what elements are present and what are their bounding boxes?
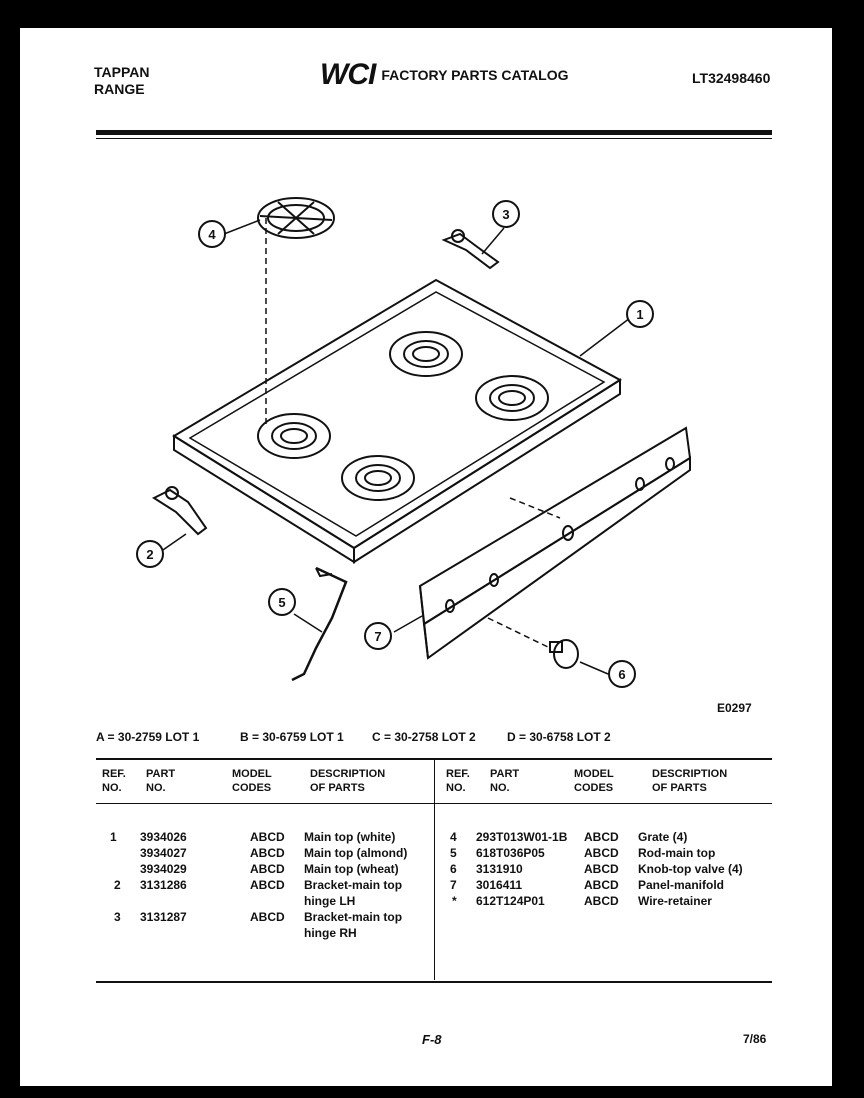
callout-5 [268, 588, 296, 616]
callout-label-1: 1 [636, 307, 643, 322]
table-column-divider [434, 760, 435, 980]
ref-number: 3 [114, 910, 121, 924]
callout-6 [608, 660, 636, 688]
wci-logo: WCI [320, 58, 376, 91]
model-codes: ABCD [250, 830, 285, 844]
model-codes: ABCD [250, 846, 285, 860]
page-number: F-8 [422, 1032, 442, 1047]
lot-legend-a: A = 30-2759 LOT 1 [96, 730, 200, 744]
lot-legend-c: C = 30-2758 LOT 2 [372, 730, 476, 744]
panel-manifold-drawing [418, 426, 692, 660]
part-description: Main top (almond) [304, 846, 408, 860]
header-rule [96, 130, 772, 135]
header-ref-right: REF.NO. [446, 768, 470, 794]
part-number: 612T124P01 [476, 894, 545, 908]
part-description: Main top (wheat) [304, 862, 399, 876]
part-number: 3934027 [140, 846, 187, 860]
ref-number: 2 [114, 878, 121, 892]
knob-drawing [549, 639, 579, 669]
callout-3 [492, 200, 520, 228]
catalog-page: TAPPAN RANGE WCI FACTORY PARTS CATALOG L… [20, 28, 832, 1086]
catalog-header: WCI FACTORY PARTS CATALOG [320, 58, 569, 92]
callout-label-4: 4 [208, 227, 216, 242]
brand-name: TAPPAN [94, 64, 150, 80]
part-description: Wire-retainer [638, 894, 712, 908]
catalog-date: 7/86 [743, 1032, 767, 1046]
table-bottom-rule [96, 981, 772, 983]
part-number: 3934029 [140, 862, 187, 876]
part-description: Main top (white) [304, 830, 396, 844]
part-description: Grate (4) [638, 830, 688, 844]
callout-label-3: 3 [502, 207, 509, 222]
ref-number: 4 [450, 830, 457, 844]
part-description: Rod-main top [638, 846, 716, 860]
rod-drawing [291, 566, 348, 682]
part-description: hinge RH [304, 926, 357, 940]
part-number: 3934026 [140, 830, 187, 844]
table-top-rule [96, 758, 772, 760]
part-description: Panel-manifold [638, 878, 725, 892]
model-codes: ABCD [584, 894, 619, 908]
ref-number: 5 [450, 846, 457, 860]
part-description: hinge LH [304, 894, 356, 908]
callout-label-7: 7 [374, 629, 381, 644]
callout-leaders [159, 219, 631, 675]
callout-label-5: 5 [278, 595, 285, 610]
part-number: 3016411 [476, 878, 523, 892]
callout-4 [198, 220, 226, 248]
part-description: Bracket-main top [304, 910, 403, 924]
exploded-parts-diagram: 4 3 1 2 5 7 6 [136, 197, 692, 688]
lot-legend-d: D = 30-6758 LOT 2 [507, 730, 611, 744]
ref-number: 7 [450, 878, 457, 892]
model-codes: ABCD [250, 878, 285, 892]
main-top-drawing [172, 278, 622, 564]
part-number: 618T036P05 [476, 846, 545, 860]
model-codes: ABCD [584, 846, 619, 860]
brand-block: TAPPAN RANGE [94, 64, 149, 98]
table-row: 1 [110, 830, 117, 844]
model-codes: ABCD [584, 878, 619, 892]
callout-1 [626, 300, 654, 328]
callout-7 [364, 622, 392, 650]
catalog-title: FACTORY PARTS CATALOG [381, 67, 569, 83]
part-number: 3131910 [476, 862, 523, 876]
model-number: LT32498460 [692, 70, 771, 86]
model-codes: ABCD [584, 830, 619, 844]
callout-2 [136, 540, 164, 568]
ref-number: * [452, 894, 457, 908]
model-codes: ABCD [250, 862, 285, 876]
model-codes: ABCD [250, 910, 285, 924]
part-number: 3131286 [140, 878, 187, 892]
callout-label-6: 6 [618, 667, 625, 682]
figure-code: E0297 [717, 701, 752, 715]
part-description: Bracket-main top [304, 878, 403, 892]
ref-number: 6 [450, 862, 457, 876]
bracket-rh-drawing [441, 229, 500, 270]
part-description: Knob-top valve (4) [638, 862, 743, 876]
grate-drawing [257, 197, 335, 428]
bracket-lh-drawing [151, 486, 208, 536]
lot-legend-b: B = 30-6759 LOT 1 [240, 730, 344, 744]
part-number: 3131287 [140, 910, 187, 924]
header-rule-thin [96, 138, 772, 139]
part-number: 293T013W01-1B [476, 830, 568, 844]
callout-label-2: 2 [146, 547, 153, 562]
header-ref-left: REF.NO. [102, 768, 126, 794]
product-type: RANGE [94, 81, 145, 97]
model-codes: ABCD [584, 862, 619, 876]
